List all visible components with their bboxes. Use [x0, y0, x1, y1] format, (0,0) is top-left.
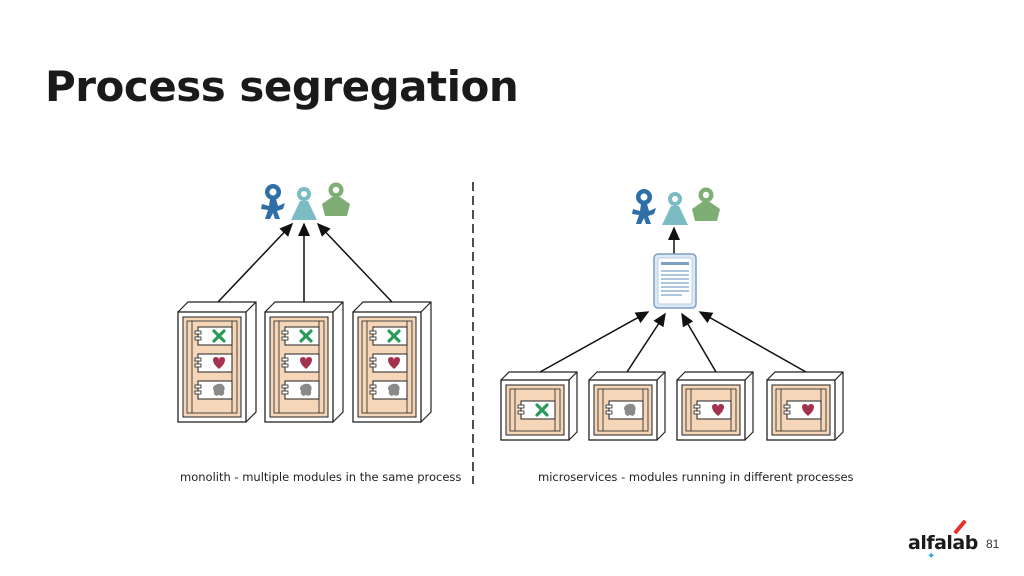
monolith-users [261, 182, 350, 220]
user-green-icon [692, 187, 720, 221]
logo-sparkle-icon: ✦ [927, 551, 936, 562]
user-green-icon [322, 182, 350, 216]
monolith-process-box-3 [353, 302, 431, 422]
monolith-caption: monolith - multiple modules in the same … [180, 470, 462, 484]
microservice-process-box-2 [588, 371, 666, 441]
slide-title: Process segregation [45, 62, 519, 111]
user-blue-icon [261, 184, 285, 219]
microservice-process-box-4 [766, 371, 844, 441]
microservice-process-box-3 [676, 371, 754, 441]
microservice-process-box-1 [500, 371, 578, 441]
document-icon [653, 253, 697, 309]
user-teal-icon [662, 192, 688, 225]
monolith-process-box-1 [178, 302, 256, 422]
monolith-process-box-2 [265, 302, 343, 422]
monolith-arrows [217, 222, 393, 303]
alfalab-logo: alfalab [908, 532, 978, 554]
microservices-arrows [539, 311, 807, 373]
user-teal-icon [291, 187, 317, 220]
page-number: 81 [986, 537, 1000, 551]
microservices-users [632, 187, 720, 225]
user-blue-icon [632, 189, 656, 224]
microservices-caption: microservices - modules running in diffe… [538, 470, 854, 484]
